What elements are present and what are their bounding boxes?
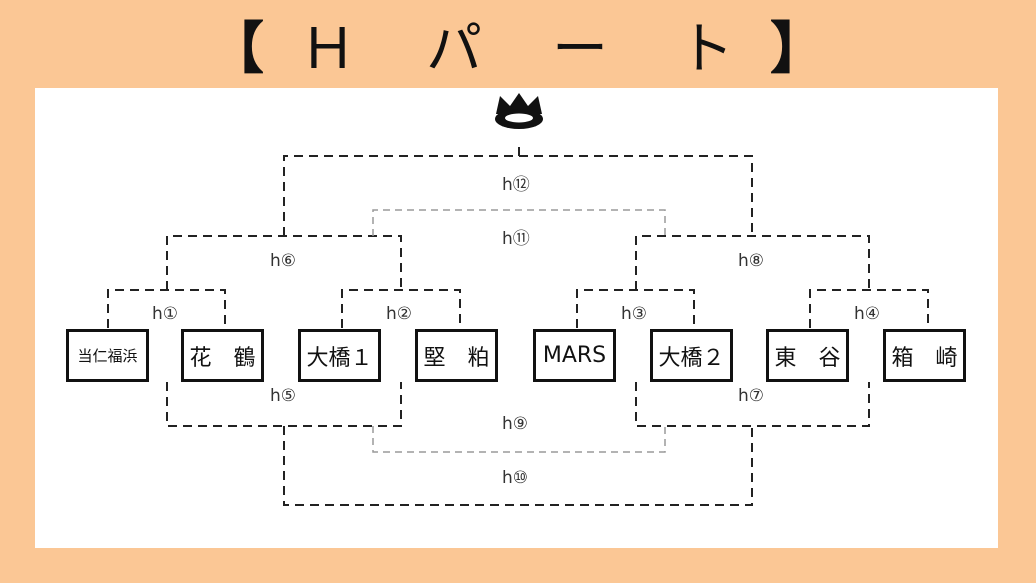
title-char-2: パ [426,16,484,82]
match-label: h⑧ [738,251,765,271]
bracket-h11 [372,209,666,236]
bracket-h9 [372,426,666,453]
match-label: h⑥ [270,251,297,271]
team-box: 大橋１ [298,329,381,382]
team-box: MARS [533,329,616,382]
match-label: h③ [621,304,648,324]
title-char-1: Ｈ [300,16,358,82]
bracket-h5 [166,382,402,427]
page-title: 【 Ｈ パ ー ト 】 [0,6,1036,82]
bracket-h4 [809,289,929,328]
team-box: 花 鶴 [181,329,264,382]
title-char-4: ト [678,16,736,82]
team-box: 当仁福浜 [66,329,149,382]
team-box: 東 谷 [766,329,849,382]
match-label: h⑨ [502,414,529,434]
match-label: h⑩ [502,468,529,488]
title-open-bracket: 【 [208,16,266,82]
team-box: 大橋２ [650,329,733,382]
crown-icon [495,93,543,129]
bracket-h12 [283,155,753,236]
bracket-h2 [341,289,461,328]
match-label: h⑤ [270,386,297,406]
title-close-bracket: 】 [770,16,828,82]
match-label: h⑦ [738,386,765,406]
match-label: h② [386,304,413,324]
match-label: h⑪ [502,229,530,249]
team-box: 堅 粕 [415,329,498,382]
bracket-h8 [635,235,870,290]
match-label: h⑫ [502,175,530,195]
bracket-h7 [635,382,870,427]
match-label: h④ [854,304,881,324]
match-label: h① [152,304,179,324]
bracket-h10 [283,426,753,506]
title-char-3: ー [552,16,610,82]
team-box: 箱 崎 [883,329,966,382]
